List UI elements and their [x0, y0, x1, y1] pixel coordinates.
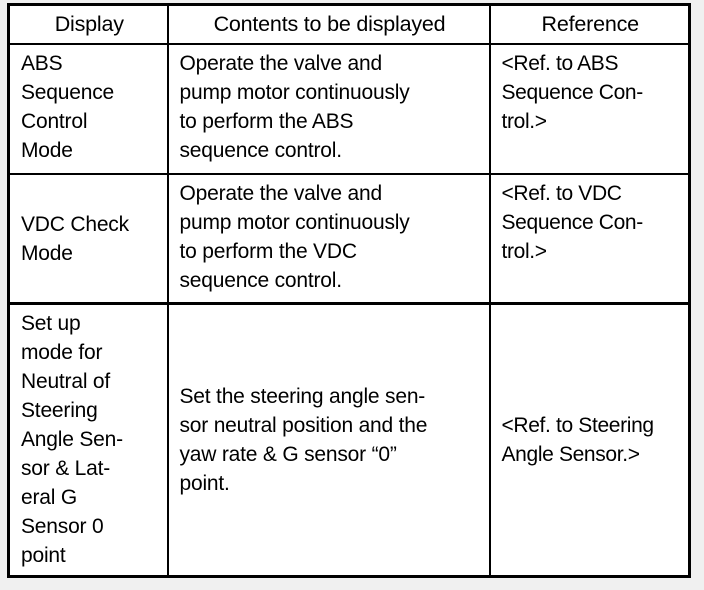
cell-contents-2: Operate the valve and pump motor continu… — [166, 172, 490, 304]
column-header-contents-label: Contents to be displayed — [213, 12, 446, 37]
specification-table: Display Contents to be displayed Referen… — [7, 3, 691, 578]
cell-reference-1: <Ref. to ABS Sequence Con- trol.> — [488, 42, 690, 174]
reference-link-text: <Ref. to ABS Sequence Con- trol.> — [501, 51, 644, 133]
column-header-reference-label: Reference — [541, 12, 640, 37]
display-mode-name: ABS Sequence Control Mode — [21, 51, 114, 162]
cell-contents-3: Set the steering angle sen- sor neutral … — [166, 302, 490, 577]
cell-reference-2: <Ref. to VDC Sequence Con- trol.> — [488, 172, 690, 304]
contents-description: Set the steering angle sen- sor neutral … — [179, 385, 428, 496]
reference-link-text: <Ref. to VDC Sequence Con- trol.> — [501, 181, 644, 263]
cell-contents-1: Operate the valve and pump motor continu… — [166, 42, 490, 174]
cell-display-3: Set up mode for Neutral of Steering Angl… — [8, 302, 168, 577]
table-row: ABS Sequence Control Mode Operate the va… — [8, 42, 690, 174]
display-mode-name: VDC Check Mode — [21, 212, 129, 265]
column-header-contents: Contents to be displayed — [166, 4, 490, 44]
column-header-reference: Reference — [488, 4, 690, 44]
contents-description: Operate the valve and pump motor continu… — [179, 181, 410, 292]
contents-description: Operate the valve and pump motor continu… — [179, 51, 410, 162]
column-header-display-label: Display — [54, 12, 124, 37]
table-header-row: Display Contents to be displayed Referen… — [8, 4, 690, 44]
reference-link-text: <Ref. to Steering Angle Sensor.> — [501, 414, 655, 467]
cell-reference-3: <Ref. to Steering Angle Sensor.> — [488, 302, 690, 577]
column-header-display: Display — [8, 4, 168, 44]
display-mode-name: Set up mode for Neutral of Steering Angl… — [21, 312, 123, 568]
table-row: VDC Check Mode Operate the valve and pum… — [8, 172, 690, 304]
cell-display-1: ABS Sequence Control Mode — [8, 42, 168, 174]
table-row: Set up mode for Neutral of Steering Angl… — [8, 302, 690, 577]
cell-display-2: VDC Check Mode — [8, 172, 168, 304]
